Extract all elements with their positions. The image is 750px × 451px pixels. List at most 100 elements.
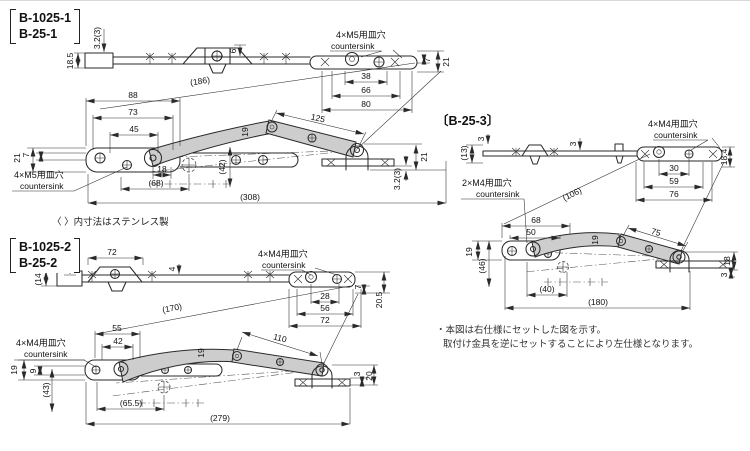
plan-view-dims: 55 42 19 9 (43) (65.5) (279) 19 110 3 20	[9, 323, 378, 427]
cs-label-en: countersink	[476, 189, 520, 199]
dim-label: 76	[669, 189, 679, 199]
dim-label: 21	[419, 152, 429, 162]
dim-label: 42	[113, 336, 123, 346]
dim-label: 80	[361, 99, 371, 109]
note-line: ・本図は右仕様にセットした図を示す。	[436, 325, 607, 336]
dim-label: 7	[422, 57, 432, 62]
projection-lines	[99, 62, 442, 150]
plan-view-dims: (106) 68 50 19 (46) (40) (180) 19 75 18	[464, 185, 738, 311]
dim-label: 56	[320, 303, 330, 313]
dim-label: 3.2(3)	[92, 27, 102, 49]
dim-label: 20.5	[374, 291, 384, 308]
dim-label: 21	[441, 57, 451, 67]
dim-label: 19	[590, 235, 600, 245]
cs-label-en: countersink	[331, 41, 375, 51]
dim-label: (42)	[217, 159, 227, 174]
dim-label: (46)	[477, 258, 487, 273]
dim-label: 21	[12, 153, 22, 163]
drawing-b-25-3: 4×M4用皿穴 countersink (13) 3 3 30 59 76 18…	[459, 118, 738, 311]
dim-label: (186)	[189, 74, 210, 87]
dim-label: 68	[531, 215, 541, 225]
dim-label: 19	[196, 348, 206, 358]
note-line: 取付け金具を逆にセットすることにより左仕様となります。	[443, 338, 699, 350]
dim-label: 9	[28, 368, 38, 373]
dim-label: 72	[320, 315, 330, 325]
dim-label: (14)	[33, 270, 43, 285]
cs-label-jp: 4×M4用皿穴	[258, 248, 308, 259]
dim-label: (13)	[459, 145, 469, 160]
dim-label: 7	[21, 152, 31, 157]
dim-label: (170)	[161, 301, 183, 315]
cs-label-jp: 4×M4用皿穴	[16, 337, 66, 348]
cs-label-jp: 4×M4用皿穴	[648, 118, 698, 129]
dim-label: 38	[361, 71, 371, 81]
dim-label: (43)	[41, 382, 51, 397]
countersink-callout-right: 4×M4用皿穴 countersink	[648, 118, 721, 151]
side-view-dims: 18.5 3.2(3) 6 (186) 38 66 80 7 21	[65, 27, 451, 113]
dim-label: (308)	[240, 192, 260, 202]
dim-label: (106)	[561, 185, 583, 203]
dim-label: 3	[352, 371, 362, 376]
dim-label: 88	[128, 90, 138, 100]
part-code: B-1025-2	[19, 240, 72, 254]
cs-label-en: countersink	[24, 349, 68, 359]
dim-label: 18.5	[65, 52, 75, 69]
cs-label-en: countersink	[654, 130, 698, 140]
dim-label: 19	[9, 365, 19, 375]
drawing-b-1025-1: 4×M5用皿穴 countersink 18.5 3.2(3) 6 (186) …	[12, 27, 451, 206]
side-view	[56, 266, 356, 292]
plan-view	[501, 232, 734, 286]
dim-label: 18.4	[719, 148, 729, 165]
dim-label: 19	[464, 247, 474, 257]
countersink-callout-right: 4×M5用皿穴 countersink	[330, 29, 403, 59]
dim-label: 28	[320, 291, 330, 301]
cs-label-jp: 4×M5用皿穴	[14, 169, 64, 180]
part-code-box-2: B-1025-2 B-25-2	[10, 238, 81, 274]
dim-label: 19	[240, 127, 250, 137]
cs-label-en: countersink	[262, 260, 306, 270]
side-view	[482, 143, 723, 165]
countersink-callout-left: 4×M4用皿穴 countersink	[14, 337, 97, 368]
cs-label-jp: 2×M4用皿穴	[462, 177, 512, 188]
dim-label: 45	[129, 124, 139, 134]
dim-label: 4	[167, 266, 177, 271]
dim-label: (279)	[210, 413, 230, 423]
projection-lines	[503, 153, 725, 256]
dim-label: 72	[107, 247, 117, 257]
dim-label: 20	[364, 371, 374, 381]
dim-label: 3.2(3)	[392, 168, 402, 190]
dim-label: (68)	[148, 178, 163, 188]
countersink-callout-right: 4×M4用皿穴 countersink	[258, 248, 338, 276]
part-code-box-1: B-1025-1 B-25-1	[10, 9, 81, 45]
dim-label: 3	[476, 136, 486, 141]
dim-label: 55	[112, 323, 122, 333]
dim-label: 6	[228, 48, 238, 53]
dim-label: 66	[361, 85, 371, 95]
cs-label-en: countersink	[20, 181, 64, 191]
part-code-box-3: 〔B-25-3〕	[436, 114, 500, 128]
handing-notes: ・本図は右仕様にセットした図を示す。 取付け金具を逆にセットすることにより左仕様…	[436, 324, 698, 352]
dim-label: (180)	[588, 297, 608, 307]
dim-label: 110	[272, 332, 288, 345]
countersink-callout-left: 2×M4用皿穴 countersink	[461, 177, 528, 244]
dim-label: 125	[310, 112, 326, 125]
dim-label: 50	[526, 227, 536, 237]
dim-label: 3	[568, 141, 578, 146]
plan-view-dims: 88 73 45 21 7 18 (68) (42) (308) 19 125	[12, 90, 447, 206]
side-view-dims: (13) 3 3 30 59 76 18.4	[459, 134, 735, 203]
dim-label: 3	[719, 272, 729, 277]
dim-label: 30	[669, 163, 679, 173]
part-code: B-1025-1	[19, 11, 72, 25]
part-code: B-25-1	[19, 26, 58, 41]
dim-label: 18	[722, 256, 732, 266]
dim-label: 75	[650, 226, 662, 238]
part-code: B-25-2	[19, 255, 58, 270]
dim-label: (65.5)	[120, 398, 142, 408]
dim-label: (40)	[539, 284, 554, 294]
dim-label: 73	[128, 107, 138, 117]
stainless-note: 〈 〉内寸法はステンレス製	[52, 217, 169, 228]
dim-label: 18	[157, 164, 167, 174]
countersink-callout-left: 4×M5用皿穴 countersink	[12, 166, 128, 192]
dim-label: 7	[353, 284, 363, 289]
